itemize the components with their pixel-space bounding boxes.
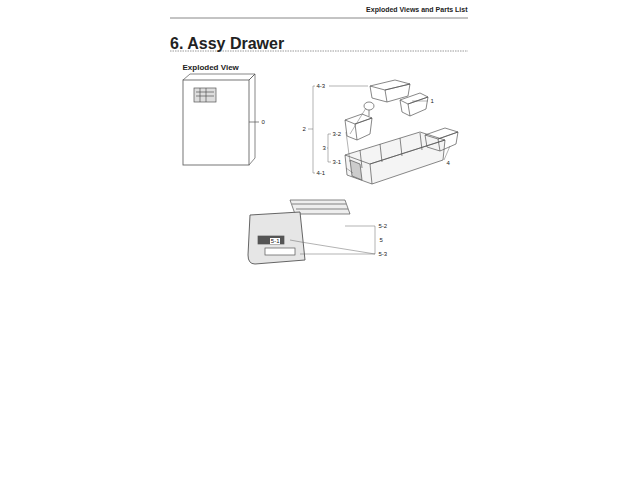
drawer-front [248,200,350,264]
drawer-parts [345,80,458,184]
callout-number: 3-2 [332,131,342,137]
callout-number: 3-1 [332,159,342,165]
callout-number: 5-3 [378,251,388,257]
callout-number: 5-2 [378,223,388,229]
callout-number: 4 [446,160,450,166]
callout-number: 4-1 [316,170,326,176]
washer-figure [183,74,259,165]
callout-number: 2 [302,126,306,132]
callout-number: 1 [430,98,434,104]
callout-number: 3 [322,145,326,151]
callout-number: 5-1 [270,238,280,244]
header-rule [170,18,468,19]
leader-lines [290,86,450,254]
page-title: 6. Assy Drawer [170,36,284,52]
callout-number: 5 [379,237,383,243]
callout-number: 4-3 [316,83,326,89]
page-header: Exploded Views and Parts List [366,6,468,13]
callout-number: 0 [261,119,265,125]
section-heading: Exploded View [182,64,239,72]
